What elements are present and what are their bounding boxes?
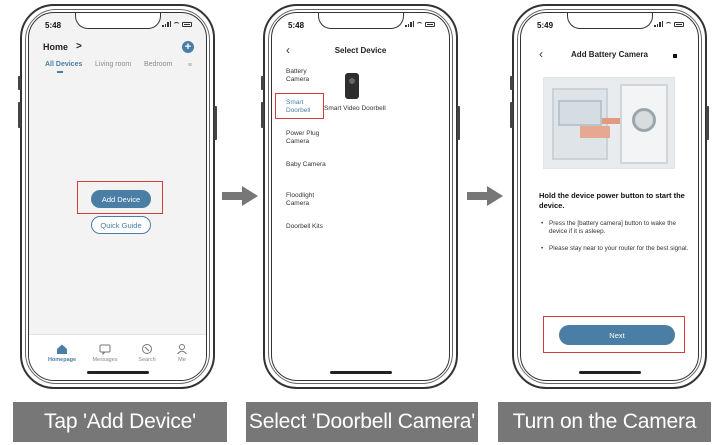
- bullet-text: Press the [battery camera] button to wak…: [549, 220, 677, 235]
- category-battery-camera[interactable]: Battery Camera: [286, 68, 310, 83]
- phone-add-battery-camera: 5:49 ‹ Add Battery Camera Hold the devic…: [510, 4, 709, 389]
- signal-icon: [162, 21, 171, 27]
- tab-living-room[interactable]: Living room: [95, 61, 132, 68]
- notch: [74, 13, 161, 29]
- back-icon[interactable]: ‹: [539, 47, 543, 61]
- home-icon: [57, 344, 67, 354]
- side-button: [261, 102, 264, 128]
- nav-homepage[interactable]: Homepage: [43, 343, 81, 363]
- next-button[interactable]: Next: [559, 325, 675, 345]
- add-icon[interactable]: +: [182, 41, 194, 53]
- home-indicator: [86, 371, 149, 374]
- notch: [566, 13, 653, 29]
- arrow-right-icon: [222, 186, 258, 206]
- nav-search[interactable]: Search: [128, 343, 166, 363]
- home-indicator: [329, 371, 392, 374]
- status-icons: [162, 21, 192, 27]
- user-icon: [177, 344, 187, 355]
- side-button: [706, 106, 709, 140]
- battery-icon: [425, 21, 435, 27]
- caption-step-1: Tap 'Add Device': [13, 402, 227, 442]
- wifi-icon: [665, 21, 672, 27]
- phone-home: 5:48 Home > + All Devices Living room Be…: [18, 4, 217, 389]
- instruction-bullet: • Press the [battery camera] button to w…: [541, 220, 691, 236]
- tab-bedroom[interactable]: Bedroom: [144, 61, 173, 68]
- highlight-box: [77, 181, 163, 214]
- nav-label: Me: [178, 357, 186, 363]
- more-icon[interactable]: [673, 54, 677, 58]
- notch: [317, 13, 404, 29]
- home-title[interactable]: Home: [43, 42, 69, 52]
- caption-step-3: Turn on the Camera: [498, 402, 711, 442]
- highlight-box: [275, 93, 324, 119]
- status-icons: [405, 21, 435, 27]
- arrow-right-icon: [467, 186, 503, 206]
- screen: 5:48 ‹ Select Device Battery Camera Smar…: [271, 12, 450, 381]
- side-button: [18, 102, 21, 128]
- nav-label: Homepage: [47, 357, 77, 363]
- highlight-box: [543, 316, 685, 353]
- add-device-button[interactable]: Add Device: [91, 190, 151, 208]
- category-smart-doorbell[interactable]: Smart Doorbell: [286, 99, 311, 114]
- bullet-text: Please stay near to your router for the …: [549, 245, 689, 252]
- caption-step-2: Select 'Doorbell Camera': [246, 402, 478, 442]
- category-baby-camera[interactable]: Baby Camera: [286, 161, 326, 168]
- wifi-icon: [416, 21, 423, 27]
- signal-icon: [405, 21, 414, 27]
- menu-icon[interactable]: ≡: [187, 62, 192, 69]
- battery-icon: [182, 21, 192, 27]
- side-button: [214, 106, 217, 140]
- wifi-icon: [173, 21, 180, 27]
- side-button: [261, 76, 264, 90]
- category-power-plug-camera[interactable]: Power Plug Camera: [286, 130, 320, 145]
- tab-underline: [57, 71, 63, 73]
- side-button: [457, 106, 460, 140]
- page-title: Add Battery Camera: [571, 50, 648, 59]
- nav-label: Search: [138, 357, 156, 363]
- category-doorbell-kits[interactable]: Doorbell Kits: [286, 223, 323, 230]
- device-label[interactable]: Smart Video Doorbell: [324, 105, 386, 112]
- battery-icon: [674, 21, 684, 27]
- bullet-dot: •: [541, 220, 544, 227]
- home-indicator: [578, 371, 641, 374]
- status-time: 5:48: [288, 21, 305, 30]
- signal-icon: [654, 21, 663, 27]
- page-title: Select Device: [334, 46, 387, 55]
- status-time: 5:49: [537, 21, 554, 30]
- back-icon[interactable]: ‹: [286, 43, 290, 57]
- search-icon: [142, 344, 152, 354]
- tab-all-devices[interactable]: All Devices: [45, 61, 83, 68]
- category-floodlight-camera[interactable]: Floodlight Camera: [286, 192, 315, 207]
- nav-messages[interactable]: Messages: [86, 343, 124, 363]
- side-button: [18, 76, 21, 90]
- side-button: [510, 76, 513, 90]
- nav-label: Messages: [92, 357, 118, 363]
- status-icons: [654, 21, 684, 27]
- instruction-heading: Hold the device power button to start th…: [539, 191, 685, 210]
- screen: 5:49 ‹ Add Battery Camera Hold the devic…: [520, 12, 699, 381]
- screen: 5:48 Home > + All Devices Living room Be…: [28, 12, 207, 381]
- phone-select-device: 5:48 ‹ Select Device Battery Camera Smar…: [261, 4, 460, 389]
- status-time: 5:48: [45, 21, 62, 30]
- doorbell-device-image[interactable]: [345, 73, 359, 99]
- nav-me[interactable]: Me: [163, 343, 201, 363]
- message-icon: [99, 344, 111, 355]
- camera-illustration: [543, 77, 675, 169]
- chevron-right-icon[interactable]: >: [76, 41, 82, 52]
- side-button: [510, 102, 513, 128]
- bullet-dot: •: [541, 245, 544, 252]
- instruction-bullet: • Please stay near to your router for th…: [541, 245, 691, 253]
- quick-guide-button[interactable]: Quick Guide: [91, 216, 151, 234]
